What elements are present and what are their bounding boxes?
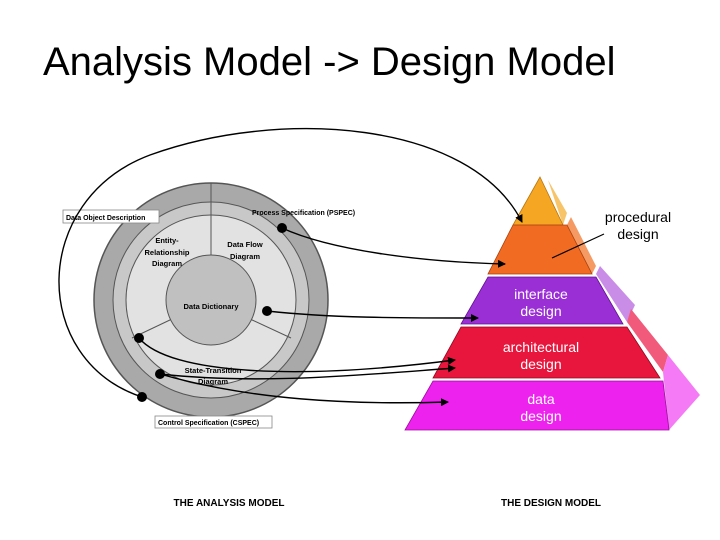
- interface-design-layer: [460, 276, 624, 325]
- data-dictionary-core: [165, 254, 257, 346]
- procedural-design-line-1: procedural: [605, 209, 671, 225]
- arrow-cspec-to-architectural: [159, 364, 456, 380]
- analysis-model: Data Object Description Process Specific…: [62, 182, 355, 429]
- entity-relationship-line-1: Entity-: [155, 236, 179, 245]
- data-object-description-box: [62, 209, 160, 224]
- interface-design-line-1: interface: [514, 286, 568, 302]
- procedural-callout-line: [551, 233, 605, 259]
- data-design-line-1: data: [527, 391, 554, 407]
- data-flow-line-2: Diagram: [230, 252, 260, 261]
- process-specification-label: Process Specification (PSPEC): [252, 210, 355, 217]
- mapping-arrows: [58, 127, 523, 407]
- state-transition-line-2: Diagram: [198, 377, 228, 386]
- state-transition-line-1: State-Transition: [185, 366, 242, 375]
- pyramid-side-procedural: [567, 217, 596, 274]
- entity-relationship-line-3: Diagram: [152, 259, 182, 268]
- control-specification-box: [154, 415, 273, 429]
- arrow-pspec-to-procedural: [281, 227, 506, 268]
- data-object-description-label: Data Object Description: [66, 215, 145, 222]
- data-design-layer: [404, 380, 670, 431]
- divider-right: [249, 318, 292, 339]
- analysis-model-caption: THE ANALYSIS MODEL: [174, 498, 285, 509]
- arrow-std-to-architectural: [138, 337, 456, 373]
- architectural-design-line-2: design: [520, 356, 561, 372]
- procedural-design-layer: [487, 224, 593, 275]
- arrow-to-pyramid-top: [58, 127, 523, 398]
- arrow-to-data: [159, 373, 449, 407]
- architectural-design-line-1: architectural: [503, 339, 579, 355]
- pyramid-side-top: [548, 180, 567, 225]
- entity-relationship-line-2: Relationship: [144, 248, 189, 257]
- pyramid-side-data: [663, 355, 700, 430]
- data-dictionary-label: Data Dictionary: [183, 302, 239, 311]
- design-model-caption: THE DESIGN MODEL: [501, 498, 601, 509]
- slide-title: Analysis Model -> Design Model: [43, 40, 616, 84]
- data-design-line-2: design: [520, 408, 561, 424]
- procedural-design-line-2: design: [617, 226, 658, 242]
- arrow-dfd-to-interface: [266, 310, 479, 322]
- data-flow-line-1: Data Flow: [227, 240, 263, 249]
- control-specification-label: Control Specification (CSPEC): [158, 420, 259, 427]
- pyramid-side-interface: [596, 266, 635, 322]
- design-model-pyramid: interface design architectural design da…: [404, 176, 700, 431]
- interface-design-line-2: design: [520, 303, 561, 319]
- pyramid-side-architectural: [627, 309, 668, 372]
